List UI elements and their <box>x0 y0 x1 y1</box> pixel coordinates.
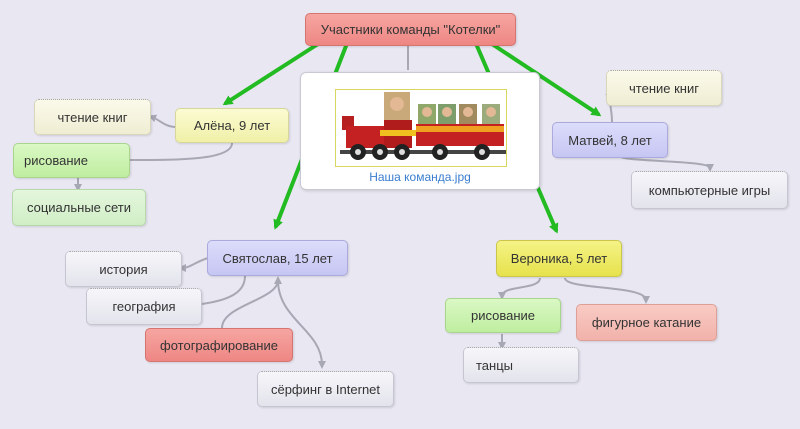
root-node[interactable]: Участники команды "Котелки" <box>305 13 516 46</box>
node-matvey-games[interactable]: компьютерные игры <box>631 171 788 209</box>
team-photo-caption[interactable]: Наша команда.jpg <box>369 170 471 184</box>
node-svyatoslav-surfing[interactable]: сёрфинг в Internet <box>257 371 394 407</box>
team-photo-card[interactable]: Наша команда.jpg <box>300 72 540 190</box>
node-alena-social[interactable]: социальные сети <box>12 189 146 226</box>
node-svyatoslav-history-label: история <box>99 261 148 277</box>
arrow-root-matvey <box>490 42 602 117</box>
node-svyatoslav-photography[interactable]: фотографирование <box>145 328 293 362</box>
node-matvey-reading-label: чтение книг <box>629 80 699 96</box>
node-svyatoslav-geography-label: география <box>112 299 176 314</box>
connector-svyat-geography <box>201 275 246 305</box>
node-alena-social-label: социальные сети <box>26 200 132 215</box>
connector-veronika-skating <box>564 277 650 304</box>
node-alena-reading[interactable]: чтение книг <box>34 99 151 135</box>
team-photo <box>335 89 507 167</box>
node-alena[interactable]: Алёна, 9 лет <box>175 108 289 143</box>
connector-svyat-history <box>178 257 209 272</box>
node-svyatoslav-label: Святослав, 15 лет <box>222 250 333 266</box>
connector-alena-reading <box>148 114 177 128</box>
node-svyatoslav[interactable]: Святослав, 15 лет <box>207 240 348 276</box>
node-alena-drawing[interactable]: рисование <box>13 143 130 178</box>
node-veronika-dance[interactable]: танцы <box>463 347 579 383</box>
root-label: Участники команды "Котелки" <box>320 22 501 37</box>
node-alena-label: Алёна, 9 лет <box>193 118 271 133</box>
node-alena-drawing-label: рисование <box>24 153 89 168</box>
node-svyatoslav-history[interactable]: история <box>65 251 182 287</box>
node-matvey-reading[interactable]: чтение книг <box>606 70 722 106</box>
train-illustration-icon <box>340 92 506 160</box>
node-alena-reading-label: чтение книг <box>57 109 128 125</box>
node-veronika-skating[interactable]: фигурное катание <box>576 304 717 341</box>
node-veronika-dance-label: танцы <box>476 357 514 373</box>
node-veronika-label: Вероника, 5 лет <box>510 251 608 266</box>
node-matvey[interactable]: Матвей, 8 лет <box>552 122 668 158</box>
connector-veronika-drawing <box>498 277 541 300</box>
node-svyatoslav-geography[interactable]: география <box>86 288 202 325</box>
connector-svyat-photo <box>221 276 282 329</box>
arrow-root-alena <box>222 42 320 106</box>
node-svyatoslav-surfing-label: сёрфинг в Internet <box>270 381 381 397</box>
connector-alena-drawing <box>129 142 233 161</box>
connector-svyat-surfing <box>277 279 326 369</box>
node-veronika-drawing-label: рисование <box>470 308 536 323</box>
node-svyatoslav-photography-label: фотографирование <box>160 337 278 353</box>
node-matvey-label: Матвей, 8 лет <box>568 132 652 148</box>
node-matvey-games-label: компьютерные игры <box>648 182 771 198</box>
node-veronika[interactable]: Вероника, 5 лет <box>496 240 622 277</box>
node-veronika-skating-label: фигурное катание <box>591 315 702 330</box>
node-veronika-drawing[interactable]: рисование <box>445 298 561 333</box>
